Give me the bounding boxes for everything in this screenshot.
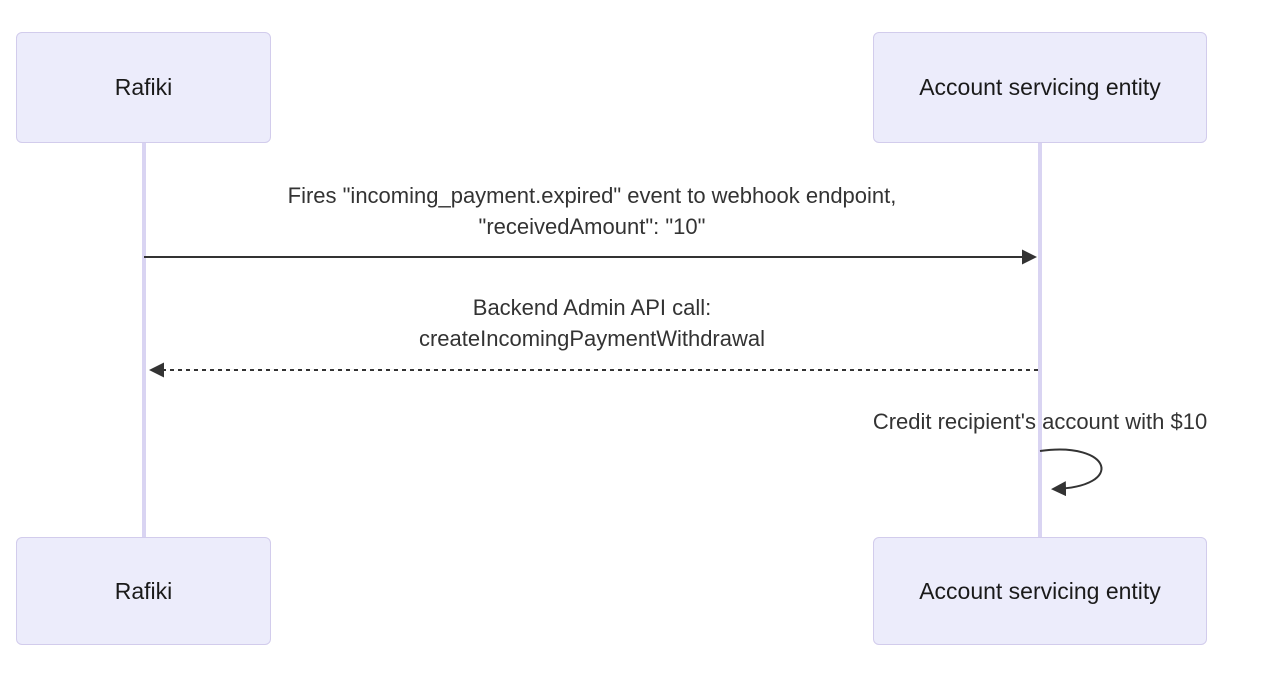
lifeline-account-servicing-entity (1038, 142, 1042, 538)
message-label-webhook-event: Fires "incoming_payment.expired" event t… (287, 183, 897, 239)
actor-label-rafiki: Rafiki (114, 74, 173, 100)
lifeline-rafiki (142, 142, 146, 538)
actor-label-rafiki-bottom: Rafiki (114, 577, 173, 604)
actor-box-rafiki-bottom: Rafiki (16, 537, 271, 645)
actor-label-account-servicing-entity: Account servicing entity (919, 74, 1161, 100)
actor-box-account-servicing-entity-bottom: Account servicing entity (873, 537, 1207, 645)
message-label-credit-account: Credit recipient's account with $10 (872, 409, 1208, 434)
message-label-admin-api-call: Backend Admin API call: createIncomingPa… (418, 295, 766, 351)
actor-box-account-servicing-entity-top: Account servicing entity (873, 32, 1207, 143)
self-loop-arrow-ase (1039, 448, 1103, 497)
actor-label-account-servicing-entity-bottom: Account servicing entity (919, 577, 1161, 604)
actor-box-rafiki-top: Rafiki (16, 32, 271, 143)
